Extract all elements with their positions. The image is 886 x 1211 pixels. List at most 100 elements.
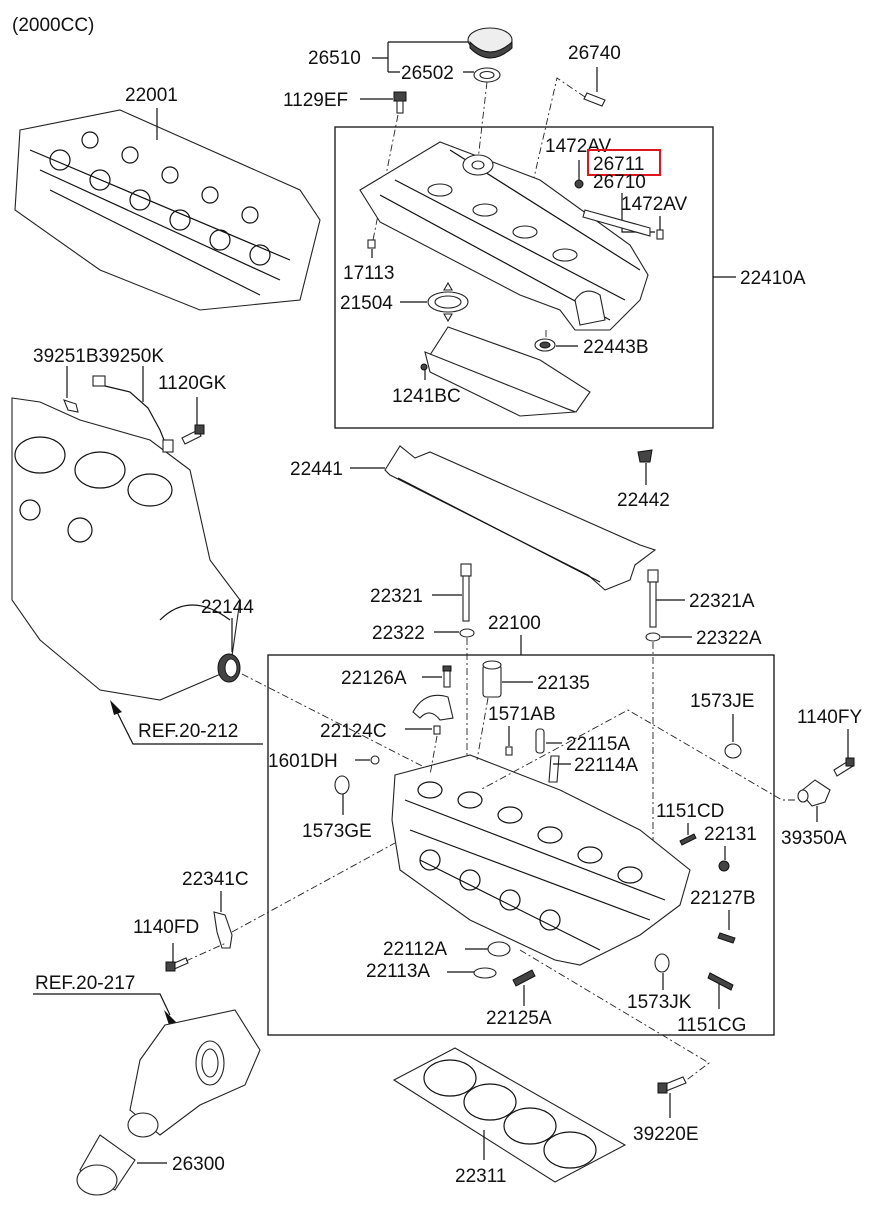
head-bolt-washer-22322a-part[interactable] (645, 632, 661, 642)
head-bolt-22321-part[interactable] (460, 563, 472, 622)
plug-1573je-part[interactable] (724, 743, 742, 759)
bracket-22341c-part[interactable] (213, 911, 233, 949)
part-label-22341c[interactable]: 22341C (182, 869, 249, 890)
part-label-1573jk[interactable]: 1573JK (627, 992, 692, 1013)
rocker-cover-gasket-part[interactable] (384, 445, 657, 591)
clip-39251b-part[interactable] (63, 399, 79, 413)
bolt-1140fy-part[interactable] (833, 757, 855, 777)
engine-block-reference-part[interactable] (11, 397, 241, 701)
part-label-22322a[interactable]: 22322A (696, 628, 762, 649)
part-label-22135[interactable]: 22135 (537, 673, 590, 694)
oil-pump-reference-part[interactable] (127, 1009, 261, 1138)
cylinder-head-part[interactable] (391, 754, 691, 966)
part-label-1140fd[interactable]: 1140FD (133, 917, 199, 938)
part-label-39251b-39250k[interactable]: 39251B39250K (33, 346, 164, 367)
part-label-26711[interactable]: 26711 (593, 154, 644, 175)
part-label-22124c[interactable]: 22124C (320, 721, 387, 742)
part-label-39220e[interactable]: 39220E (633, 1124, 699, 1145)
part-label-22115a[interactable]: 22115A (566, 734, 630, 755)
reference-label-20-212[interactable]: REF.20-212 (138, 721, 238, 742)
bolt-22131-part[interactable] (718, 860, 730, 872)
dowel-22124c-part[interactable] (433, 725, 441, 735)
part-label-26300[interactable]: 26300 (172, 1154, 225, 1175)
part-label-17113[interactable]: 17113 (343, 263, 394, 284)
camshaft-oil-seal-22144-part[interactable] (217, 653, 241, 683)
plug-1573ge-part[interactable] (334, 775, 350, 795)
part-label-22311[interactable]: 22311 (455, 1166, 506, 1187)
bolt-1140fd-part[interactable] (165, 957, 189, 972)
bolt-39220e-part[interactable] (657, 1076, 687, 1094)
cylinder-head-gasket-part[interactable] (392, 1047, 627, 1183)
head-bolt-22321a-part[interactable] (647, 569, 659, 628)
cylinder-head-assembly-part[interactable] (14, 109, 321, 311)
part-label-1241bc[interactable]: 1241BC (392, 386, 461, 407)
baffle-plate-part[interactable] (424, 326, 591, 417)
part-label-1472av-b[interactable]: 1472AV (621, 194, 688, 215)
seal-22112a-part[interactable] (487, 941, 511, 957)
oil-filter-part[interactable] (76, 1134, 136, 1196)
screw-1241bc-part[interactable] (420, 363, 428, 371)
part-label-39350a[interactable]: 39350A (781, 828, 847, 849)
part-label-22114a[interactable]: 22114A (574, 755, 638, 776)
plug-1601dh-part[interactable] (370, 755, 380, 765)
part-label-26510[interactable]: 26510 (308, 48, 361, 69)
part-label-26502[interactable]: 26502 (401, 63, 454, 84)
part-label-22322[interactable]: 22322 (372, 623, 425, 644)
part-label-22443b[interactable]: 22443B (583, 337, 649, 358)
bolt-1120gk-part[interactable] (181, 424, 205, 445)
pcv-valve-part[interactable] (583, 92, 606, 107)
part-label-1129ef[interactable]: 1129EF (283, 90, 348, 111)
oil-filler-cap-gasket-part[interactable] (473, 67, 501, 83)
part-label-22131[interactable]: 22131 (704, 824, 757, 845)
part-label-22321[interactable]: 22321 (370, 586, 423, 607)
stud-22125a-part[interactable] (512, 969, 536, 987)
plug-1573jk-part[interactable] (654, 953, 670, 973)
part-label-1601dh[interactable]: 1601DH (268, 751, 338, 772)
pin-1571ab-part[interactable] (505, 746, 513, 756)
part-label-1571ab[interactable]: 1571AB (488, 704, 556, 725)
part-label-1573ge[interactable]: 1573GE (302, 821, 372, 842)
part-label-22144[interactable]: 22144 (201, 597, 254, 618)
seal-22113a-part[interactable] (473, 967, 497, 979)
part-label-22125a[interactable]: 22125A (486, 1008, 552, 1029)
valve-guide-22114a-part[interactable] (548, 755, 560, 783)
stud-1151cg-part[interactable] (707, 972, 734, 991)
part-label-22113a[interactable]: 22113A (366, 961, 430, 982)
part-label-26710[interactable]: 26710 (593, 172, 646, 193)
valve-guide-22115a-part[interactable] (535, 728, 545, 754)
rocker-cover-part[interactable] (359, 141, 649, 331)
part-label-22100[interactable]: 22100 (488, 613, 541, 634)
part-label-1472av-a[interactable]: 1472AV (545, 136, 612, 157)
part-label-22126a[interactable]: 22126A (341, 668, 407, 689)
spark-plug-seal-22443b-part[interactable] (534, 338, 556, 352)
breather-hose-part[interactable] (582, 209, 651, 237)
part-label-22321a[interactable]: 22321A (689, 591, 755, 612)
part-label-22410a[interactable]: 22410A (740, 268, 806, 289)
part-label-26740[interactable]: 26740 (568, 43, 621, 64)
knock-sensor-harness-part[interactable] (92, 375, 174, 453)
part-label-22001[interactable]: 22001 (125, 85, 178, 106)
stud-22127b-part[interactable] (717, 932, 736, 944)
part-label-22112a[interactable]: 22112A (383, 939, 447, 960)
bolt-22126a-part[interactable] (442, 665, 452, 688)
camshaft-bearing-cap-part[interactable] (412, 694, 454, 721)
hose-clamp-a-part[interactable] (574, 179, 584, 189)
part-label-1151cg[interactable]: 1151CG (677, 1015, 746, 1036)
half-moon-seal-22442-part[interactable] (637, 449, 653, 463)
part-label-22441[interactable]: 22441 (290, 459, 343, 480)
tappet-bore-22135-part[interactable] (482, 660, 502, 698)
head-bolt-washer-22322-part[interactable] (459, 628, 475, 638)
part-label-22127b[interactable]: 22127B (690, 888, 756, 909)
part-label-22442[interactable]: 22442 (617, 490, 670, 511)
oil-baffle-seal-21504-part[interactable] (427, 281, 469, 323)
dowel-17113-part[interactable] (367, 239, 376, 249)
hose-clamp-b-part[interactable] (656, 229, 664, 240)
plug-1151cd-part[interactable] (679, 833, 697, 846)
part-label-1140fy[interactable]: 1140FY (797, 707, 862, 728)
reference-label-20-217[interactable]: REF.20-217 (35, 973, 135, 994)
bolt-1129ef-part[interactable] (393, 91, 407, 114)
camshaft-position-sensor-part[interactable] (797, 779, 831, 807)
oil-filler-cap-part[interactable] (467, 27, 513, 59)
part-label-1151cd[interactable]: 1151CD (656, 801, 724, 822)
part-label-1573je[interactable]: 1573JE (690, 691, 754, 712)
